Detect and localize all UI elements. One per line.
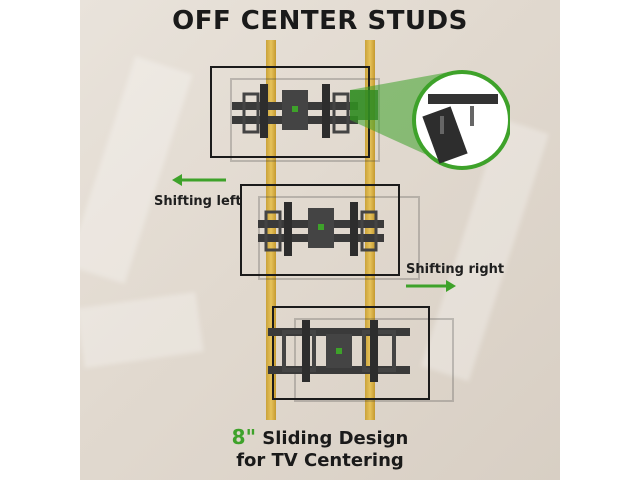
arrow-left-icon [172, 174, 226, 186]
tv-outline-bottom [272, 306, 430, 400]
product-image: OFF CENTER STUDS [80, 0, 560, 480]
caption-line-1-text: Sliding Design [256, 428, 409, 449]
wall-mount-bottom [268, 320, 410, 382]
wall-stud-right [365, 40, 375, 420]
caption-line-1: 8" Sliding Design [80, 425, 560, 449]
shift-left-label: Shifting left [154, 194, 242, 209]
wall-mount-middle [258, 202, 384, 256]
wall-mount-top [232, 84, 358, 138]
shift-right-label: Shifting right [406, 262, 505, 277]
tv-outline-ghost [294, 318, 454, 402]
wall-stud-left [266, 40, 276, 420]
arrow-right-icon [406, 280, 456, 292]
caption-line-2: for TV Centering [236, 450, 404, 471]
zoom-callout-icon [350, 70, 510, 170]
light-streak [80, 291, 204, 369]
light-streak [80, 56, 193, 284]
page-title: OFF CENTER STUDS [172, 6, 468, 36]
tv-outline-middle [240, 184, 400, 276]
caption-highlight: 8" [231, 425, 256, 449]
